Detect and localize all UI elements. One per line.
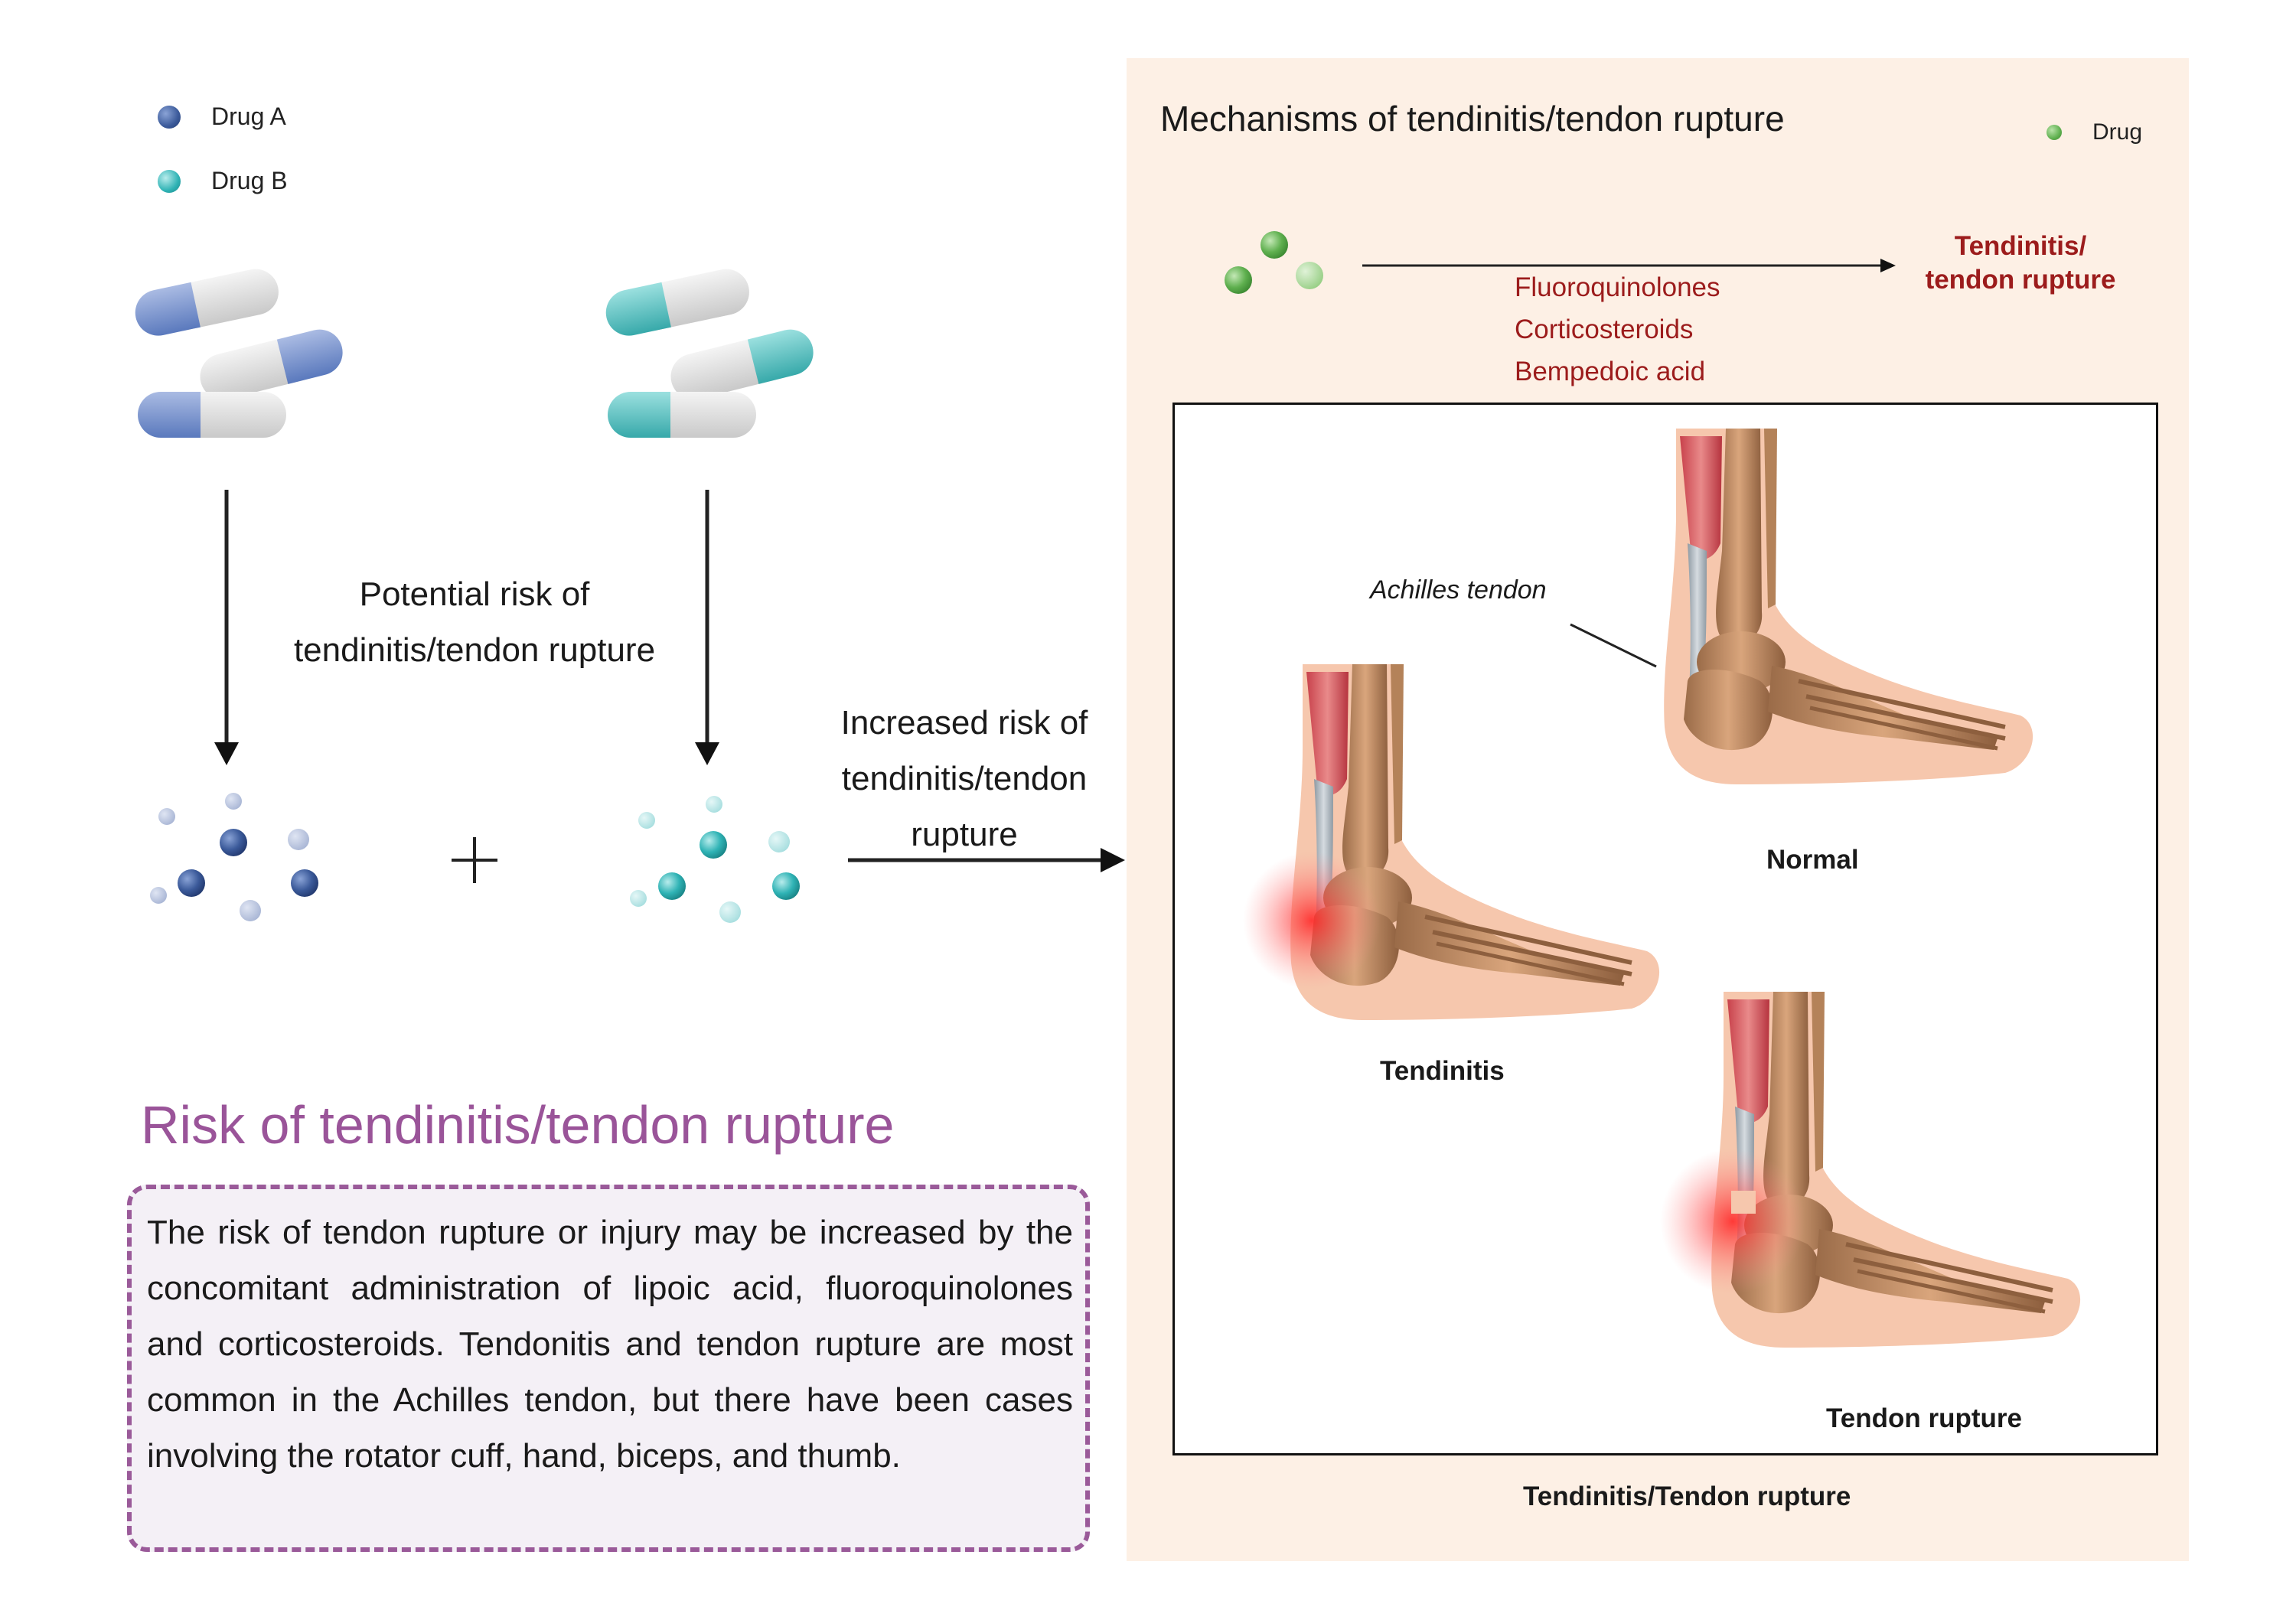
potential-risk-line1: Potential risk of (359, 575, 590, 613)
risk-description-text: The risk of tendon rupture or injury may… (147, 1214, 1073, 1475)
outcome-line2: tendon rupture (1925, 265, 2116, 295)
legend-drug-a: Drug A (158, 103, 286, 131)
increased-risk-line3: rupture (911, 816, 1018, 853)
legend-drug: Drug (2047, 119, 2142, 145)
plus-sign-icon (452, 837, 497, 883)
drug-item-corticosteroids: Corticosteroids (1515, 315, 1694, 344)
tendon-box-caption: Tendinitis/Tendon rupture (1523, 1482, 1851, 1511)
label-tendinitis: Tendinitis (1380, 1056, 1505, 1086)
increased-risk-line1: Increased risk of (840, 704, 1088, 742)
mechanism-title: Mechanisms of tendinitis/tendon rupture (1160, 99, 1785, 139)
drug-item-bempedoic-acid: Bempedoic acid (1515, 357, 1706, 386)
legend-drug-b-label: Drug B (211, 167, 288, 194)
potential-risk-line2: tendinitis/tendon rupture (293, 631, 656, 669)
legend-drug-b: Drug B (158, 167, 288, 195)
increased-risk-arrowhead-icon (1101, 848, 1125, 872)
risk-heading: Risk of tendinitis/tendon rupture (141, 1095, 895, 1155)
mechanism-arrowhead-icon (1880, 259, 1896, 272)
risk-description-box: The risk of tendon rupture or injury may… (127, 1185, 1090, 1552)
achilles-tendon-label: Achilles tendon (1370, 575, 1547, 605)
outcome-line1: Tendinitis/ (1954, 231, 2087, 261)
drug-b-arrowhead-icon (695, 742, 719, 765)
foot-illustrations (1243, 403, 2158, 1455)
left-diagram-graphics (135, 269, 1125, 923)
tendon-rupture-foot-illustration (1660, 992, 2080, 1348)
drug-a-dot-icon (158, 105, 181, 129)
drug-a-molecules-icon (150, 793, 318, 921)
mechanism-drug-list: Fluoroquinolones Corticosteroids Bempedo… (1515, 266, 1720, 393)
drug-molecules-icon (1225, 231, 1323, 294)
mechanism-outcome: Tendinitis/ tendon rupture (1906, 230, 2135, 297)
label-tendon-rupture: Tendon rupture (1826, 1403, 2022, 1433)
potential-risk-text: Potential risk of tendinitis/tendon rupt… (253, 566, 696, 678)
increased-risk-line2: tendinitis/tendon (841, 760, 1088, 797)
drug-a-capsules-icon (135, 269, 343, 438)
drug-dot-icon (2047, 125, 2062, 140)
achilles-pointer-line (1570, 623, 1657, 668)
drug-item-fluoroquinolones: Fluoroquinolones (1515, 272, 1720, 302)
drug-b-capsules-icon (605, 269, 814, 438)
drug-a-arrowhead-icon (214, 742, 239, 765)
mechanism-graphics (1225, 231, 1896, 294)
normal-foot-illustration (1664, 429, 2033, 784)
legend-drug-label: Drug (2092, 119, 2143, 145)
drug-b-dot-icon (158, 169, 181, 193)
legend-drug-a-label: Drug A (211, 103, 286, 130)
drug-b-molecules-icon (630, 796, 800, 923)
increased-risk-text: Increased risk of tendinitis/tendon rupt… (811, 695, 1117, 862)
label-normal: Normal (1766, 845, 1859, 875)
tendinitis-foot-illustration (1243, 664, 1659, 1020)
